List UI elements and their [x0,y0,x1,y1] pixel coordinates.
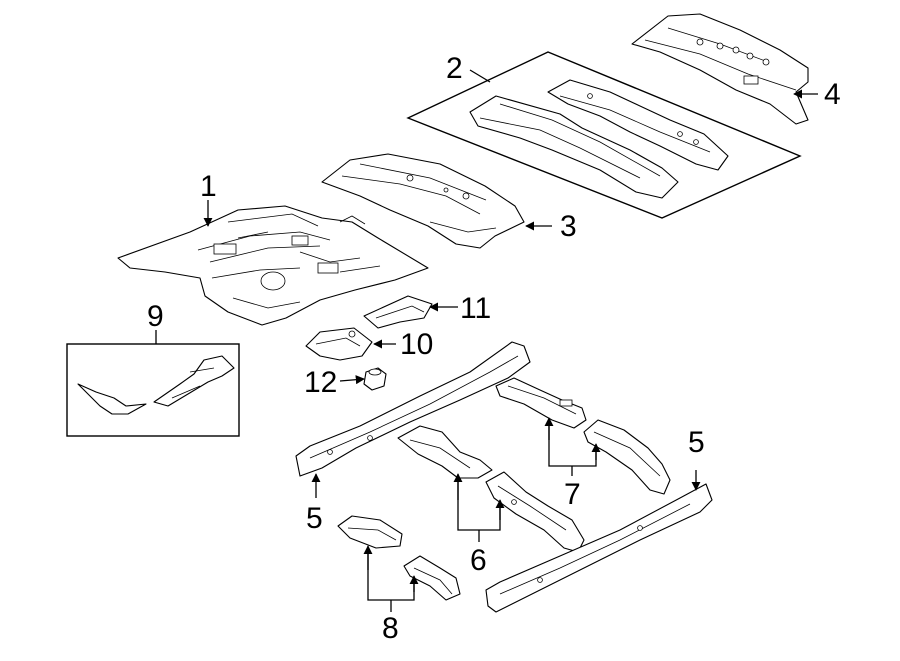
callout-12: 12 [304,366,337,399]
callout-4: 4 [824,78,841,111]
callout-labels: 1 2 3 4 5 5 6 7 8 9 10 11 12 [147,52,841,645]
leader-8 [367,548,415,601]
rear-side-rails [495,377,671,495]
callout-8: 8 [382,612,399,645]
floor-brackets [337,515,461,601]
callout-1: 1 [200,170,217,203]
center-rails [397,425,585,553]
leader-lines [155,69,818,612]
leader-2 [469,69,491,83]
callout-6: 6 [470,544,487,577]
callout-9: 9 [147,300,164,333]
heat-shield [363,295,433,329]
callout-3: 3 [560,210,577,243]
callout-2: 2 [446,52,463,85]
rear-rail-group [406,51,802,219]
callout-5-left: 5 [306,502,323,535]
rocker-panel-right [485,483,713,613]
group-frame [406,51,802,219]
callout-11: 11 [460,292,491,325]
rear-crossmember [631,13,809,125]
callout-10: 10 [400,328,433,361]
inset-box [66,343,240,437]
callout-7: 7 [564,478,581,511]
rocker-panel-left [295,341,531,477]
rear-floor-pan [321,153,525,249]
nut [363,367,387,391]
callout-5-right: 5 [688,426,705,459]
leader-12 [339,375,365,385]
bracket [305,327,373,361]
front-floor-pan [117,205,429,326]
